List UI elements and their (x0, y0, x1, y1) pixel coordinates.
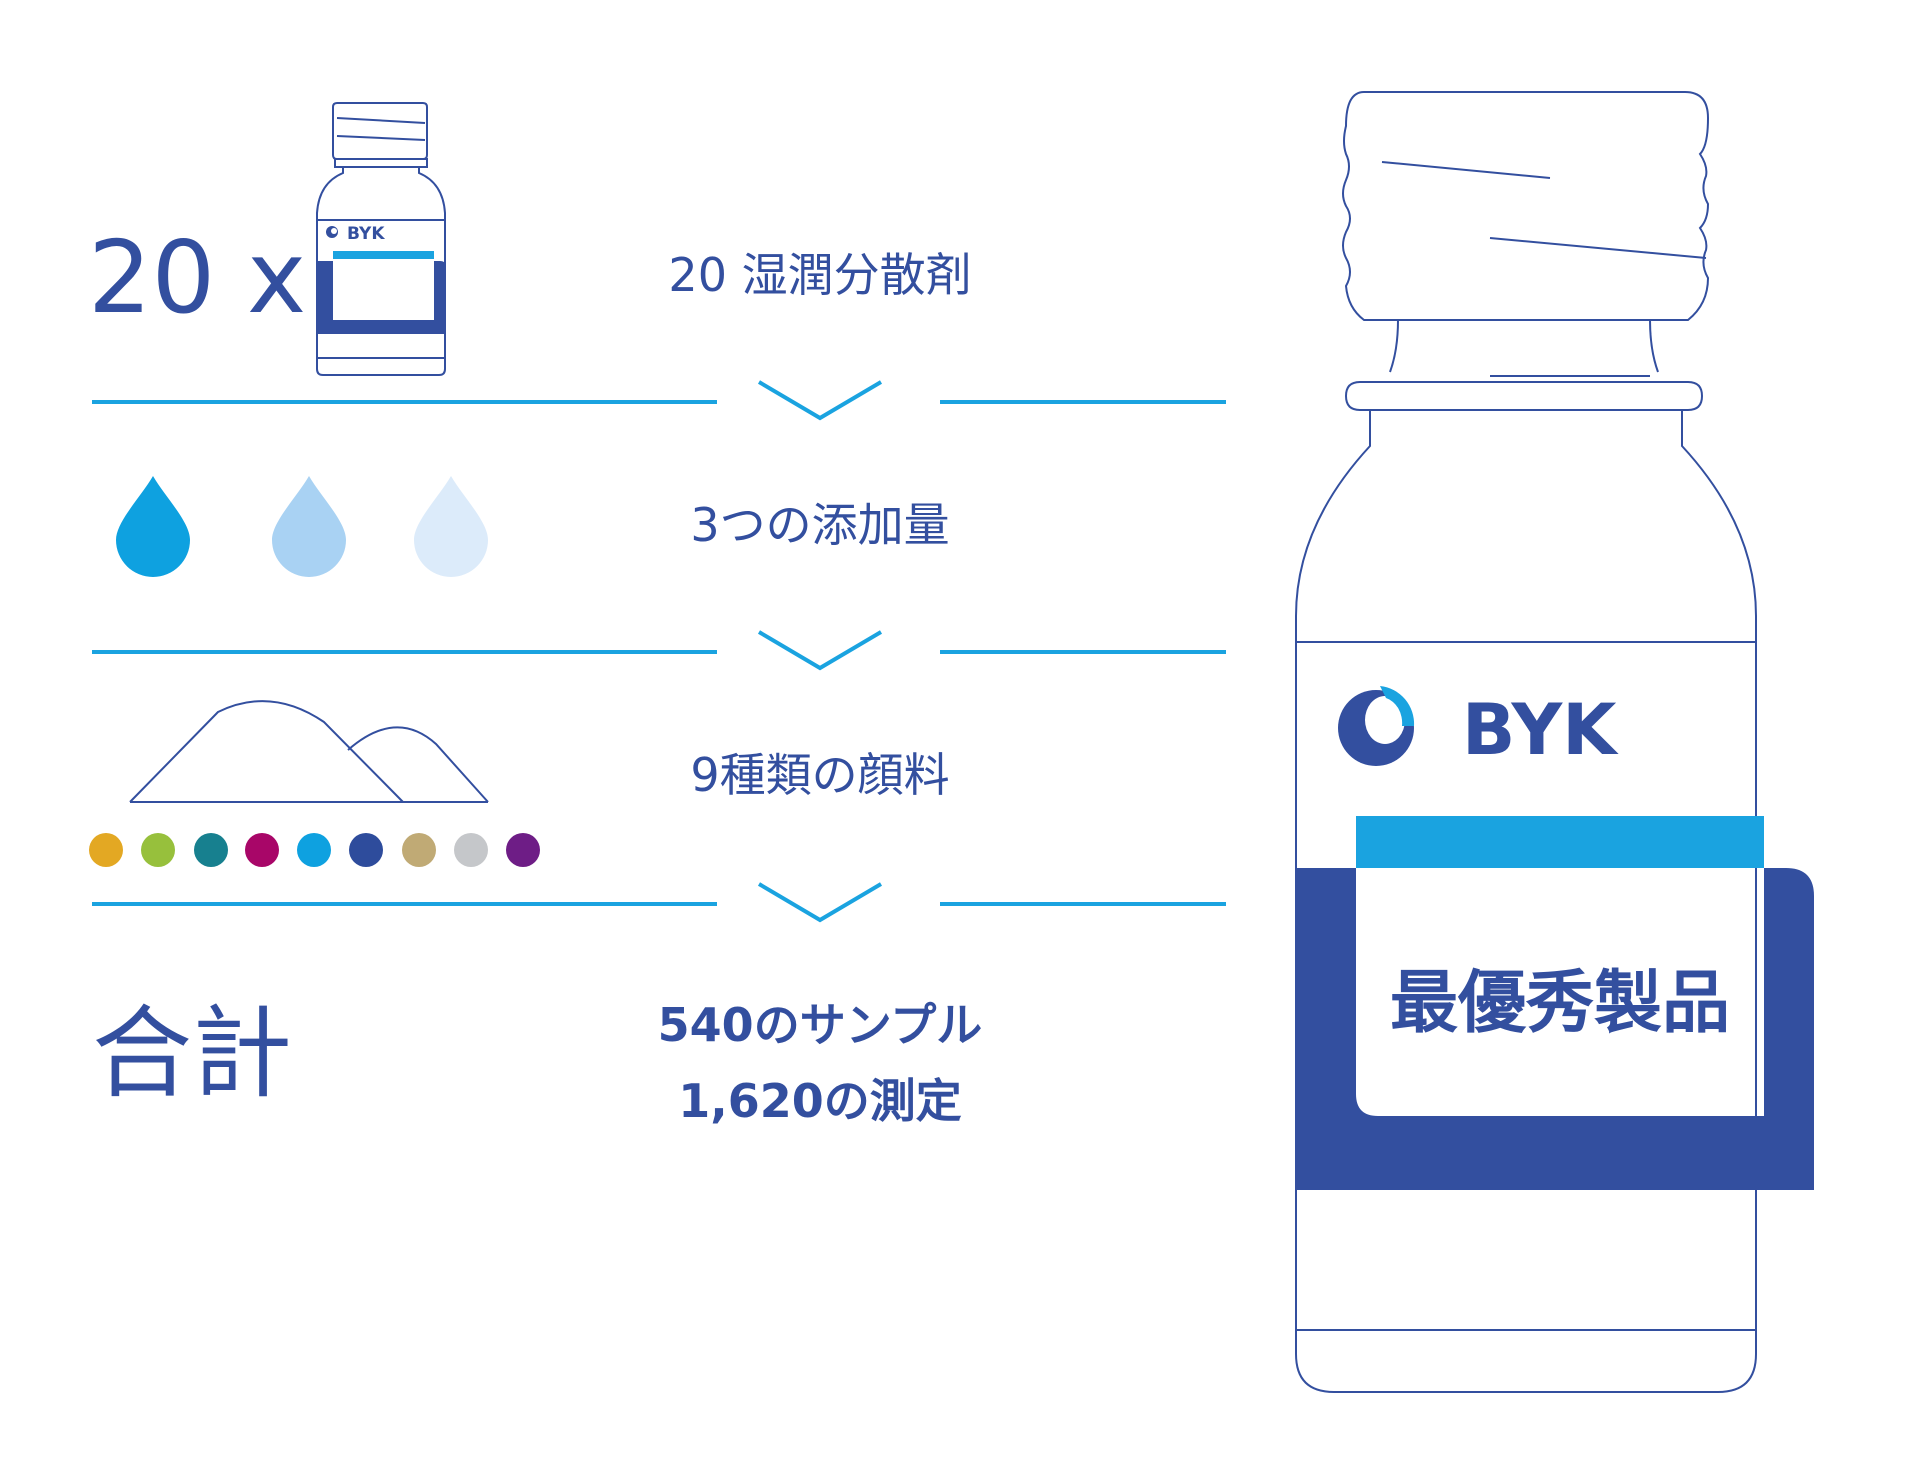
divider-left-3 (92, 902, 717, 906)
result-samples: 540のサンプル (657, 998, 983, 1052)
result-measurements: 1,620の測定 (678, 1074, 962, 1128)
pigment-piles-icon (128, 696, 490, 806)
product-bottle-icon: BYK 最優秀製品 (1290, 86, 1890, 1406)
divider-right-3 (940, 902, 1226, 906)
chevron-down-icon (755, 878, 885, 926)
small-bottle-brand: BYK (347, 224, 385, 244)
small-bottle-icon: BYK (315, 98, 447, 378)
divider-right-1 (940, 400, 1226, 404)
chevron-down-icon (755, 376, 885, 424)
step-2-text: 3つの添加量 (690, 498, 950, 552)
total-label: 合計 (92, 995, 292, 1112)
pigment-swatches (88, 832, 544, 872)
drop-dark-icon (114, 474, 192, 578)
bottle-brand: BYK (1462, 689, 1619, 771)
step-1-text: 20 湿潤分散剤 (668, 248, 972, 302)
step-3-text: 9種類の顔料 (690, 748, 950, 802)
divider-right-2 (940, 650, 1226, 654)
divider-left-1 (92, 400, 717, 404)
drop-light-icon (412, 474, 490, 578)
drop-medium-icon (270, 474, 348, 578)
multiplier-label: 20 x (88, 219, 307, 336)
divider-left-2 (92, 650, 717, 654)
chevron-down-icon (755, 626, 885, 674)
bottle-label-text: 最優秀製品 (1390, 964, 1730, 1043)
